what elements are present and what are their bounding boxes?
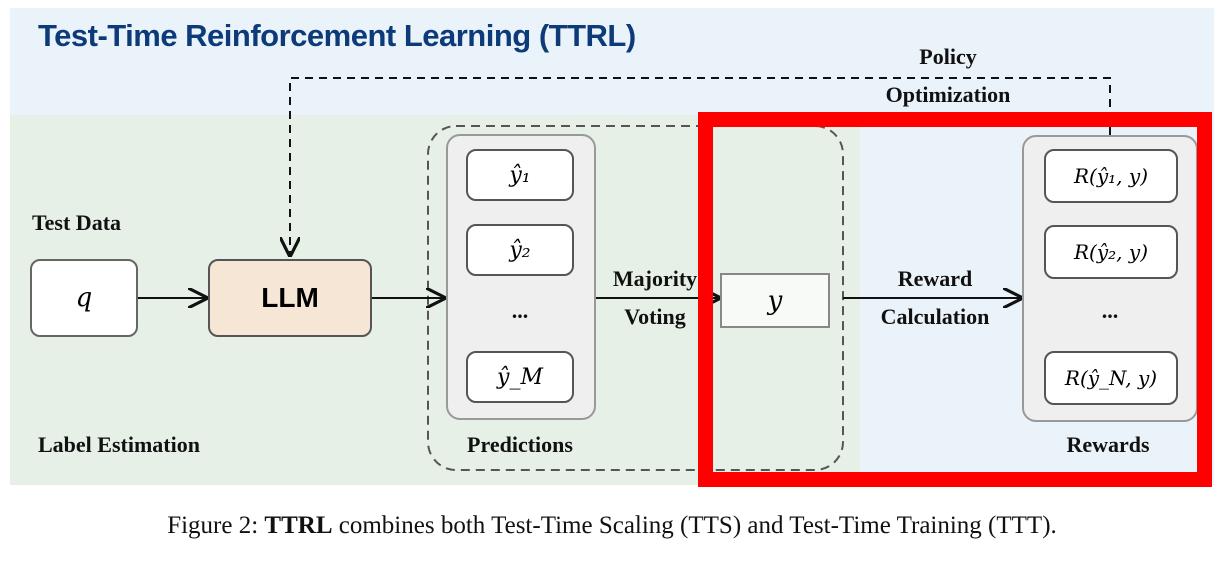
reward-ellipsis: ... xyxy=(1101,298,1119,323)
caption-bold: TTRL xyxy=(264,512,333,539)
prediction-m: ŷ_M xyxy=(466,351,574,403)
policy-optimization-dashed-arrow xyxy=(290,77,1111,255)
predictions-label: Predictions xyxy=(467,432,573,457)
reward-1: R(ŷ₁, y) xyxy=(1044,149,1178,203)
majority-label: Majority xyxy=(612,266,698,291)
optimization-label: Optimization xyxy=(885,82,1011,107)
reward-label: Reward xyxy=(897,266,973,291)
calculation-label: Calculation xyxy=(880,304,990,329)
policy-label: Policy xyxy=(919,44,977,69)
voting-label: Voting xyxy=(624,304,686,329)
llm-node: LLM xyxy=(208,259,372,337)
reward-n: R(ŷ_N, y) xyxy=(1044,351,1178,405)
caption-rest: combines both Test-Time Scaling (TTS) an… xyxy=(332,512,1057,539)
test-data-label: Test Data xyxy=(32,210,122,235)
caption-prefix: Figure 2: xyxy=(167,512,265,539)
prediction-ellipsis: ... xyxy=(511,298,529,323)
highlight-box xyxy=(698,112,1212,487)
prediction-1: ŷ₁ xyxy=(466,149,574,201)
figure-caption: Figure 2: TTRL combines both Test-Time S… xyxy=(0,512,1224,540)
estimated-label-node: y xyxy=(720,273,830,328)
reward-2: R(ŷ₂, y) xyxy=(1044,225,1178,279)
prediction-2: ŷ₂ xyxy=(466,224,574,276)
rewards-label: Rewards xyxy=(1066,432,1150,457)
figure-title: Test-Time Reinforcement Learning (TTRL) xyxy=(38,18,636,53)
figure-top-background xyxy=(10,8,1214,115)
label-estimation-label: Label Estimation xyxy=(38,432,200,457)
query-node: q xyxy=(30,259,138,337)
